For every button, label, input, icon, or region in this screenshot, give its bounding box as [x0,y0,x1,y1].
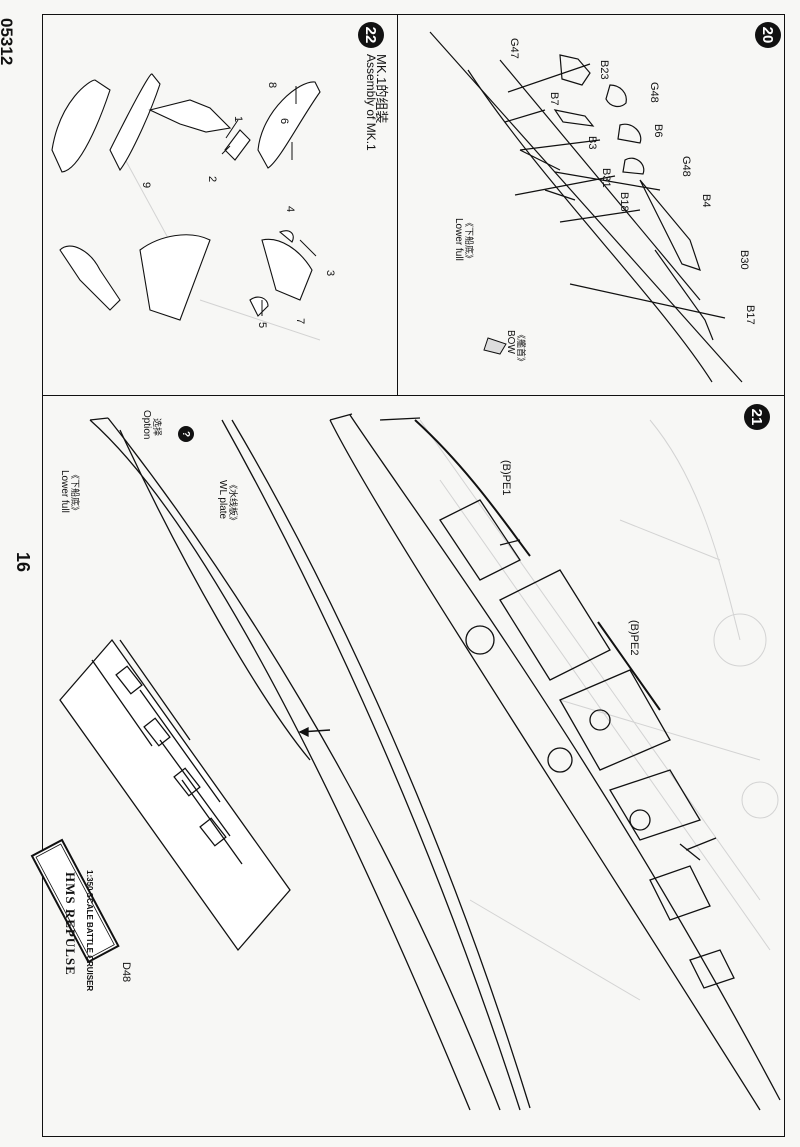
nameplate-line2: HMS REPULSE [63,872,78,976]
option-cn: 选择 [152,418,162,437]
lower-hull-en-21: Lower full [59,470,70,513]
nameplate-line1: 1:350 SCALE BATTLE CRUISER [85,870,94,992]
pe1-label: (B)PE1 [500,460,512,496]
lower-hull-cn-21: 《下船底》 [70,470,80,516]
pe2-label: (B)PE2 [628,620,640,656]
option-icon: ? [178,426,194,442]
option-en: Option [141,410,152,440]
wl-plate-en: WL plate [217,480,228,520]
part-d48-label: D48 [120,962,132,983]
step-21-panel [42,395,785,1137]
wl-plate-cn: 《水线板》 [228,480,238,526]
